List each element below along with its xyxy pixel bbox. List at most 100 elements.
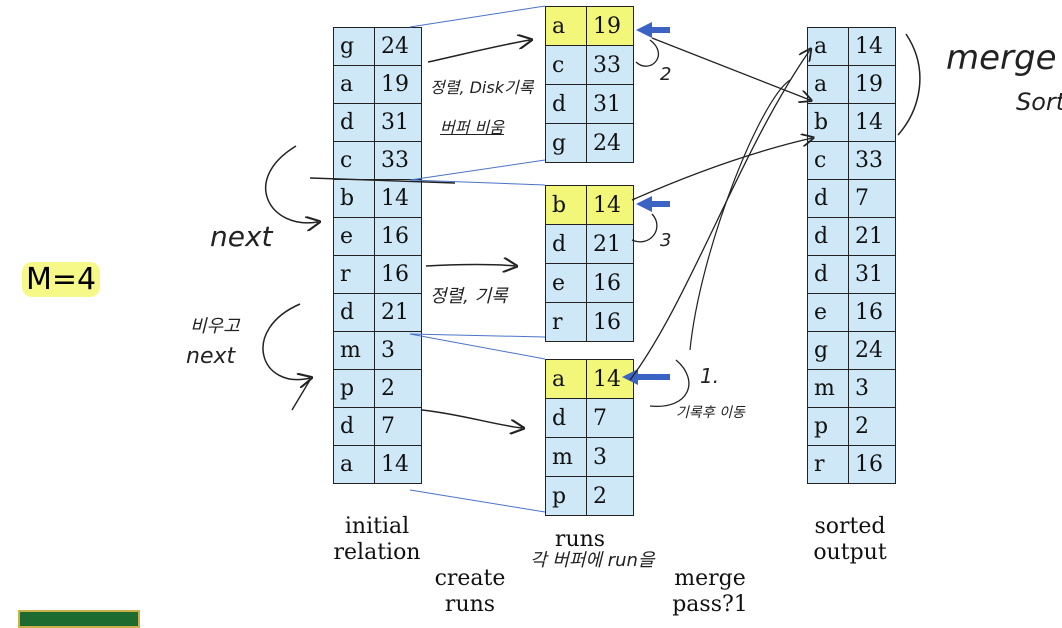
value-cell: 14 bbox=[374, 445, 422, 484]
key-cell: p bbox=[545, 476, 587, 516]
key-cell: g bbox=[807, 331, 849, 370]
key-cell: a bbox=[545, 359, 587, 399]
key-cell: r bbox=[333, 255, 375, 294]
key-cell: g bbox=[333, 27, 375, 66]
key-cell: d bbox=[545, 224, 587, 264]
key-cell: a bbox=[545, 6, 587, 46]
value-cell: 31 bbox=[374, 103, 422, 142]
key-cell: d bbox=[545, 398, 587, 438]
key-cell: b bbox=[333, 179, 375, 218]
key-cell: r bbox=[545, 302, 587, 342]
value-cell: 16 bbox=[374, 217, 422, 256]
value-cell: 21 bbox=[848, 217, 896, 256]
handwritten-next-2: next bbox=[186, 344, 236, 369]
value-cell: 16 bbox=[848, 293, 896, 332]
value-cell: 16 bbox=[848, 445, 896, 484]
handwritten-merge: merge bbox=[946, 38, 1057, 78]
handwritten-record-output: 기록후 이동 bbox=[676, 405, 745, 421]
handwritten-bium: 비우고 bbox=[190, 316, 240, 337]
value-cell: 31 bbox=[586, 84, 634, 124]
value-cell: 2 bbox=[586, 476, 634, 516]
value-cell: 14 bbox=[374, 179, 422, 218]
value-cell: 21 bbox=[374, 293, 422, 332]
key-cell: a bbox=[333, 445, 375, 484]
value-cell: 16 bbox=[374, 255, 422, 294]
handwritten-buffer-empty: 버퍼 비움 bbox=[440, 118, 504, 137]
value-cell: 31 bbox=[848, 255, 896, 294]
value-cell: 14 bbox=[848, 27, 896, 66]
key-cell: e bbox=[333, 217, 375, 256]
handwritten-sort-write: 정렬, 기록 bbox=[430, 286, 508, 307]
value-cell: 24 bbox=[374, 27, 422, 66]
key-cell: r bbox=[807, 445, 849, 484]
value-cell: 14 bbox=[586, 185, 634, 225]
value-cell: 33 bbox=[586, 45, 634, 85]
key-cell: d bbox=[545, 84, 587, 124]
key-cell: d bbox=[333, 407, 375, 446]
value-cell: 24 bbox=[586, 123, 634, 163]
value-cell: 19 bbox=[586, 6, 634, 46]
handwritten-step-3: 3 bbox=[660, 230, 672, 251]
key-cell: d bbox=[807, 217, 849, 256]
key-cell: e bbox=[807, 293, 849, 332]
logo-badge bbox=[18, 610, 140, 628]
value-cell: 16 bbox=[586, 302, 634, 342]
memory-size-label: M=4 bbox=[22, 262, 101, 297]
value-cell: 2 bbox=[848, 407, 896, 446]
key-cell: d bbox=[807, 255, 849, 294]
handwritten-sort-disk: 정렬, Disk기록 bbox=[430, 78, 534, 97]
value-cell: 3 bbox=[586, 437, 634, 477]
handwritten-buffer-run: 각 버퍼에 run을 bbox=[530, 550, 655, 571]
handwritten-step-2: 2 bbox=[660, 64, 672, 85]
handwritten-sort: Sort bbox=[1016, 88, 1062, 116]
value-cell: 19 bbox=[374, 65, 422, 104]
value-cell: 7 bbox=[374, 407, 422, 446]
handwritten-next-1: next bbox=[210, 220, 273, 253]
key-cell: d bbox=[333, 103, 375, 142]
key-cell: m bbox=[807, 369, 849, 408]
key-cell: d bbox=[333, 293, 375, 332]
key-cell: a bbox=[807, 65, 849, 104]
key-cell: e bbox=[545, 263, 587, 303]
runs-caption: runs bbox=[554, 527, 606, 552]
value-cell: 33 bbox=[374, 141, 422, 180]
